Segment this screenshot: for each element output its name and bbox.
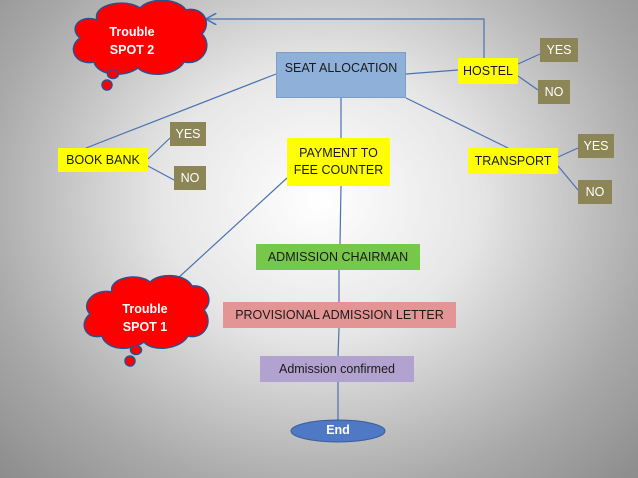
payment-box: PAYMENT TO FEE COUNTER <box>287 138 390 186</box>
transport-no-option: NO <box>578 180 612 204</box>
line-hostel-to-no <box>517 75 539 91</box>
line-hostel-to-yes <box>517 53 541 65</box>
provisional-admission-letter-box: PROVISIONAL ADMISSION LETTER <box>223 302 456 328</box>
trouble-cloud-2 <box>72 0 208 91</box>
book-bank-box: BOOK BANK <box>58 148 148 172</box>
line-transport-to-yes <box>557 147 579 158</box>
bookbank-yes-option: YES <box>170 122 206 146</box>
seat-allocation-box: SEAT ALLOCATION <box>276 52 406 98</box>
line-transport-to-no <box>557 165 579 191</box>
transport-yes-option: YES <box>578 134 614 158</box>
admission-confirmed-box: Admission confirmed <box>260 356 414 382</box>
line-seat-to-hostel <box>405 69 459 75</box>
end-ellipse-shape <box>290 419 386 443</box>
line-payment-to-spot1 <box>164 177 288 291</box>
trouble-cloud-1 <box>83 274 210 367</box>
trouble-spot-1-label: Trouble SPOT 1 <box>122 302 168 334</box>
line-bookbank-to-no <box>147 165 175 181</box>
bookbank-no-option: NO <box>174 166 206 190</box>
line-seat-to-bookbank <box>85 73 277 149</box>
end-label: End <box>326 423 350 437</box>
hostel-no-option: NO <box>538 80 570 104</box>
line-payment-to-chairman <box>339 185 342 245</box>
trouble-spot-2-label: Trouble SPOT 2 <box>109 25 155 57</box>
line-hostel-to-spot2 <box>207 19 485 58</box>
line-letter-to-confirmed <box>337 327 340 357</box>
hostel-yes-option: YES <box>540 38 578 62</box>
hostel-box: HOSTEL <box>458 58 518 84</box>
admission-chairman-box: ADMISSION CHAIRMAN <box>256 244 420 270</box>
line-seat-to-transport <box>405 97 509 149</box>
line-bookbank-to-yes <box>147 137 171 160</box>
transport-box: TRANSPORT <box>468 148 558 174</box>
